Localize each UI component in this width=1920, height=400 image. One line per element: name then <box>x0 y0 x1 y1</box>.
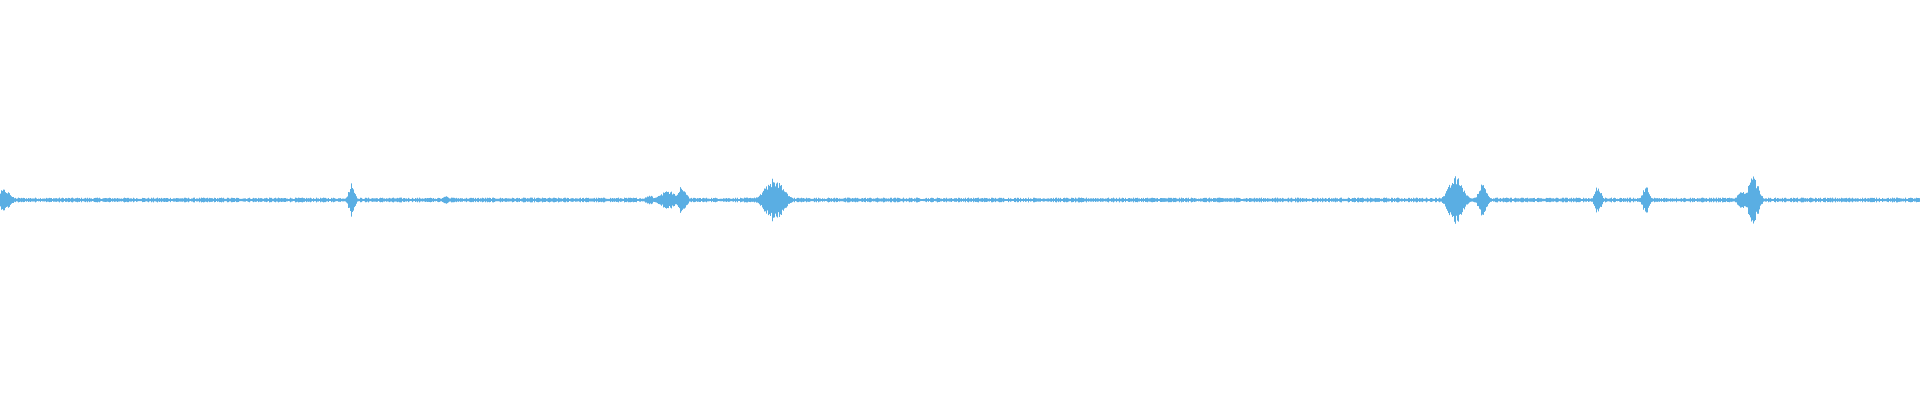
waveform-trace <box>0 176 1920 224</box>
